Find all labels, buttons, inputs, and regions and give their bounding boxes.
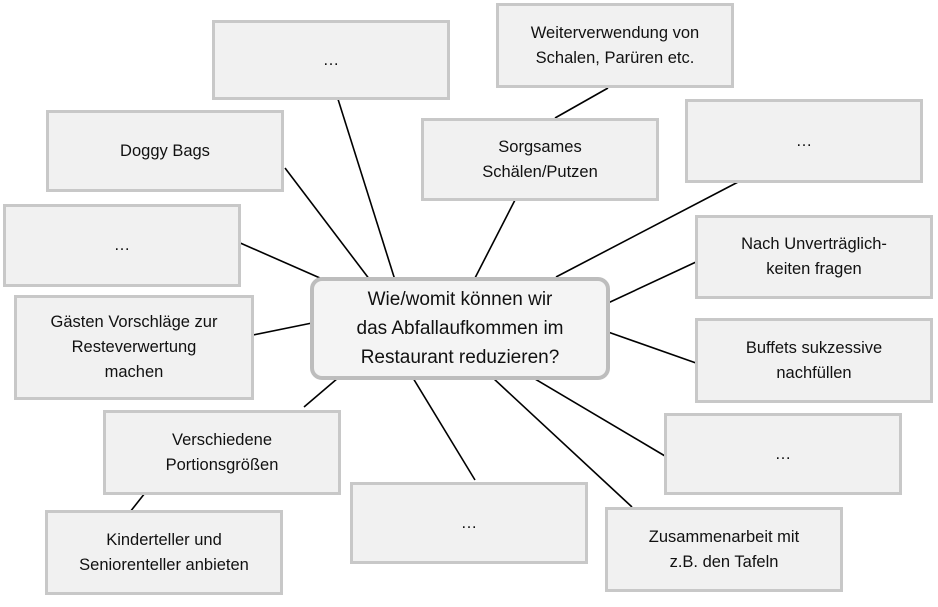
node-tafeln: Zusammenarbeit mit z.B. den Tafeln: [605, 507, 843, 592]
connector-buffets: [607, 331, 697, 364]
connector-unvertraeglichkeiten: [607, 261, 697, 304]
node-dots-left: …: [3, 204, 241, 287]
connector-dots-bottom: [412, 377, 476, 481]
node-dots-right: …: [664, 413, 902, 495]
connector-weiterverwendung: [554, 87, 609, 119]
node-weiterverwendung: Weiterverwendung von Schalen, Parüren et…: [496, 3, 734, 88]
connector-tafeln: [492, 377, 633, 508]
node-kinderteller: Kinderteller und Seniorenteller anbieten: [45, 510, 283, 595]
connector-portionsgroessen: [303, 377, 339, 408]
central-question: Wie/womit können wir das Abfallaufkommen…: [310, 277, 610, 380]
node-doggy-bags: Doggy Bags: [46, 110, 284, 192]
node-dots-top-right: …: [685, 99, 923, 183]
connector-dots-top: [336, 95, 396, 281]
node-dots-top: …: [212, 20, 450, 100]
connector-dots-right: [529, 375, 666, 457]
connector-kinderteller: [129, 492, 146, 513]
node-dots-bottom: …: [350, 482, 588, 564]
connector-sorgsames-schaelen: [474, 199, 516, 279]
node-portionsgroessen: Verschiedene Portionsgrößen: [103, 410, 341, 495]
connector-resteverwertung: [252, 322, 313, 336]
node-sorgsames-schaelen: Sorgsames Schälen/Putzen: [421, 118, 659, 201]
node-resteverwertung: Gästen Vorschläge zur Resteverwertung ma…: [14, 295, 254, 400]
connector-dots-top-right: [555, 180, 741, 278]
connector-doggy-bags: [284, 167, 371, 281]
node-buffets: Buffets sukzessive nachfüllen: [695, 318, 933, 403]
connector-dots-left: [237, 241, 321, 279]
node-unvertraeglichkeiten: Nach Unverträglich- keiten fragen: [695, 215, 933, 299]
